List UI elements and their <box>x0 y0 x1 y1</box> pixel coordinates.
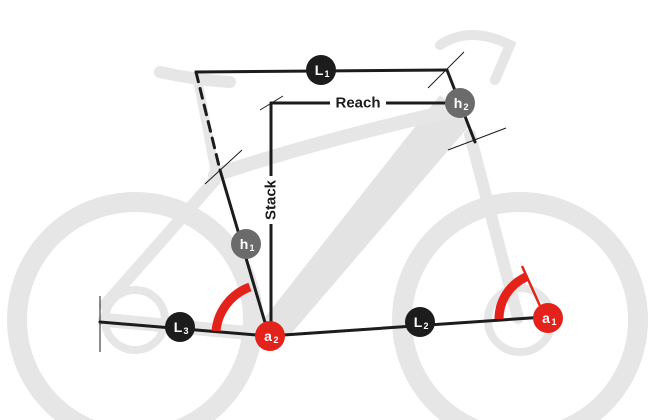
label-a2-circle <box>255 321 285 351</box>
label-h2: h 2 <box>445 88 475 118</box>
reach-text: Reach <box>335 95 380 112</box>
down-tube-ghost <box>255 95 470 335</box>
handlebar-ghost <box>435 30 517 85</box>
stack-label: Stack <box>261 176 281 224</box>
tick-marks <box>99 51 507 352</box>
label-L3-text: L <box>174 319 183 335</box>
tick-mark <box>447 127 507 151</box>
saddle-ghost <box>154 66 236 88</box>
rear-wheel-ghost <box>7 192 263 420</box>
label-L3: L 3 <box>165 312 195 342</box>
label-L1: L 1 <box>306 55 336 85</box>
reach-label: Reach <box>330 93 386 113</box>
label-a2-subscript: 2 <box>273 335 278 345</box>
label-h1-text: h <box>240 236 249 252</box>
front-wheel-ghost <box>392 192 648 420</box>
label-L2-subscript: 2 <box>423 321 428 331</box>
label-L1-text: L <box>315 62 324 78</box>
label-h2-circle <box>445 88 475 118</box>
tick-mark <box>427 51 465 89</box>
label-a1-subscript: 1 <box>551 317 556 327</box>
label-a2: a 2 <box>255 321 285 351</box>
label-L2-text: L <box>414 314 423 330</box>
label-h1: h 1 <box>231 229 261 259</box>
label-L3-subscript: 3 <box>183 326 188 336</box>
head-angle-arc <box>494 272 529 320</box>
label-a1: a 1 <box>533 303 563 333</box>
label-h2-text: h <box>454 95 463 111</box>
label-h2-subscript: 2 <box>463 102 468 112</box>
label-L1-circle <box>306 55 336 85</box>
label-h1-subscript: 1 <box>249 243 254 253</box>
stack-label-background <box>261 176 281 224</box>
bike-silhouette <box>7 30 648 420</box>
seat-tube-extension-dashed <box>194 70 222 172</box>
label-h1-circle <box>231 229 261 259</box>
tick-mark <box>204 149 243 185</box>
label-a1-text: a <box>542 310 550 326</box>
reach-label-background <box>330 93 386 113</box>
label-L2-circle <box>405 307 435 337</box>
tick-mark <box>259 95 284 111</box>
label-a1-circle <box>533 303 563 333</box>
label-L2: L 2 <box>405 307 435 337</box>
seat-stay-ghost <box>99 174 221 311</box>
label-L3-circle <box>165 312 195 342</box>
label-L1-subscript: 1 <box>324 69 329 79</box>
top-tube-ghost <box>208 103 462 182</box>
stack-text: Stack <box>263 179 280 220</box>
label-a2-text: a <box>264 328 272 344</box>
seat-angle-arc <box>211 282 252 332</box>
